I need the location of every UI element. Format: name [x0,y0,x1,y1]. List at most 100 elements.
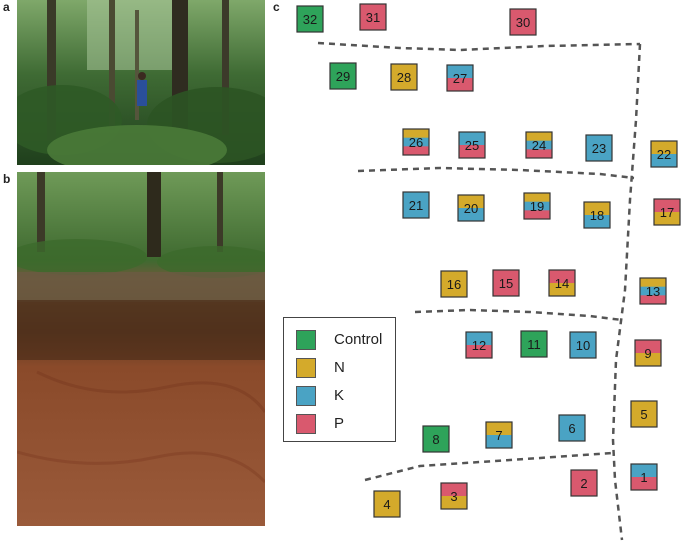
plot-13-band-k [640,286,666,296]
plot-26-border [402,128,430,156]
plot-22-border [650,140,678,168]
plot-19-band-n [524,193,550,203]
plot-24-band-n [526,132,552,142]
plot-9-band-n [635,353,661,366]
plot-31-band-p [360,4,386,30]
legend-label-p: P [334,415,345,432]
plot-8: 8 [422,425,450,453]
plot-label: 32 [303,12,317,27]
plot-18: 18 [583,201,611,229]
plot-2-border [570,469,598,497]
plot-11-border [520,330,548,358]
plot-19-border [523,192,551,220]
plot-label: 7 [495,428,502,443]
plot-27-band-p [447,78,473,91]
plot-2: 2 [570,469,598,497]
plot-29-border [329,62,357,90]
plot-14-band-n [549,283,575,296]
plot-24: 24 [525,131,553,159]
plot-label: 4 [383,497,390,512]
plot-label: 30 [516,15,530,30]
legend-swatch-n [296,358,316,378]
plot-11-band-control [521,331,547,357]
plot-23: 23 [585,134,613,162]
soil-profile-photo [17,172,265,526]
plot-6-band-k [559,415,585,441]
plot-9: 9 [634,339,662,367]
plot-label: 1 [640,470,647,485]
path-line [364,451,613,482]
plot-20: 20 [457,194,485,222]
plot-5-border [630,400,658,428]
plot-24-band-k [526,140,552,150]
path-line [317,41,641,52]
plot-label: 15 [499,276,513,291]
plot-label: 10 [576,338,590,353]
plot-26-band-p [403,146,429,155]
plot-31-border [359,3,387,31]
plot-1-band-p [631,477,657,490]
plot-15-band-p [493,270,519,296]
plot-label: 19 [530,199,544,214]
plot-label: 21 [409,198,423,213]
panel-label-c: c [273,0,280,14]
plot-12-band-k [466,332,492,346]
plot-3-border [440,482,468,510]
legend-swatch-p [296,414,316,434]
plot-14-border [548,269,576,297]
forest-photo [17,0,265,165]
plot-label: 2 [580,476,587,491]
plot-20-band-k [458,208,484,221]
legend-label-k: K [334,387,345,404]
plot-26-band-k [403,137,429,147]
plot-28: 28 [390,63,418,91]
plot-label: 27 [453,71,467,86]
plot-25: 25 [458,131,486,159]
plot-30: 30 [509,8,537,36]
legend-swatch-k [296,386,316,406]
plot-label: 6 [568,421,575,436]
plot-3: 3 [440,482,468,510]
plot-2-band-p [571,470,597,496]
plot-28-border [390,63,418,91]
plot-32-border [296,5,324,33]
plot-14: 14 [548,269,576,297]
plot-16-band-n [441,271,467,297]
plot-1-border [630,463,658,491]
plot-12-band-p [466,345,492,358]
plot-label: 8 [432,432,439,447]
plot-label: 12 [472,338,486,353]
plot-9-border [634,339,662,367]
plot-label: 16 [447,277,461,292]
plot-6: 6 [558,414,586,442]
panel-label-a: a [3,0,10,14]
plot-7-band-n [486,422,512,436]
plot-32: 32 [296,5,324,33]
legend-label-control: Control [334,331,383,348]
plot-4-border [373,490,401,518]
plot-6-border [558,414,586,442]
plot-label: 31 [366,10,380,25]
legend-label-n: N [334,359,345,376]
plot-12: 12 [465,331,493,359]
plot-label: 25 [465,138,479,153]
plot-12-border [465,331,493,359]
plot-label: 3 [450,489,457,504]
plot-19-band-k [524,201,550,211]
plot-1-band-k [631,464,657,478]
plot-22: 22 [650,140,678,168]
plot-17-band-n [654,212,680,225]
plot-9-band-p [635,340,661,354]
plot-20-band-n [458,195,484,209]
plot-18-band-k [584,215,610,228]
plot-label: 26 [409,135,423,150]
plot-19-band-p [524,210,550,219]
plot-30-band-p [510,9,536,35]
plot-15: 15 [492,269,520,297]
plot-25-border [458,131,486,159]
plot-21-band-k [403,192,429,218]
plot-26-band-n [403,129,429,139]
plot-27-band-k [447,65,473,79]
plot-label: 23 [592,141,606,156]
